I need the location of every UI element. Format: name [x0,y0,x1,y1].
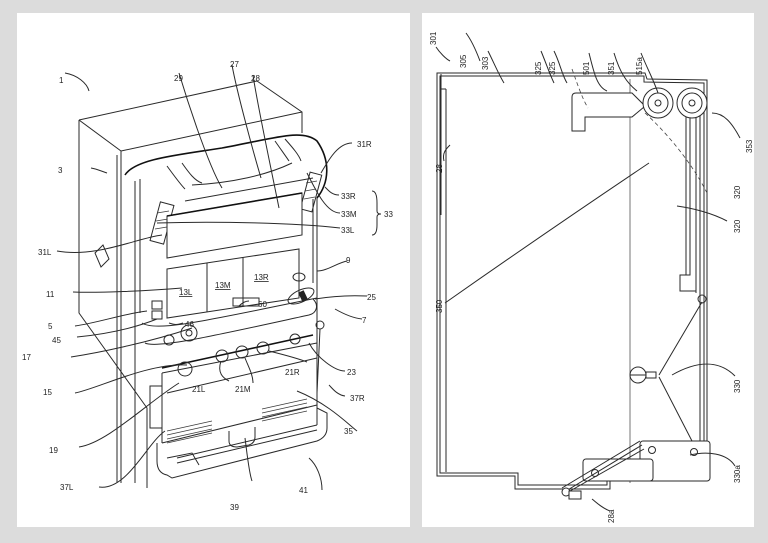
label-515a: 515a [635,57,644,75]
medal-outlet [228,427,256,448]
reference-labels: 1 3 29 27 28 31R 33R 33M 33L 33 31L 9 13… [22,60,393,512]
label-3: 3 [58,166,63,175]
label-33M: 33M [341,210,357,219]
label-23: 23 [347,368,356,377]
label-15: 15 [43,388,52,397]
label-351: 351 [607,61,616,75]
label-305: 305 [459,54,468,68]
label-5: 5 [48,322,53,331]
label-41: 41 [299,486,308,495]
label-33L: 33L [341,226,355,235]
rollers [571,68,708,194]
label-330: 330 [733,379,742,393]
label-11: 11 [46,290,55,299]
connector-28a [568,490,582,500]
label-21R: 21R [285,368,300,377]
front-door [134,179,325,483]
label-29: 29 [174,74,183,83]
label-33: 33 [384,210,393,219]
label-13L: 13L [179,288,193,297]
label-301: 301 [429,31,438,45]
display-device-28 [166,192,303,259]
label-350: 350 [435,299,444,313]
label-325a: 325 [534,61,543,75]
medal-slot [287,287,315,305]
label-60: 60 [258,300,267,309]
speaker-right [299,171,323,213]
stop-button-left [215,349,229,363]
leader-lines [56,64,368,491]
label-13M: 13M [215,281,231,290]
label-501: 501 [582,61,591,75]
stop-button-right [256,341,270,355]
figure-gaming-machine: 1 3 29 27 28 31R 33R 33M 33L 33 31L 9 13… [17,13,410,527]
label-45: 45 [52,336,61,345]
lower-section [149,342,328,479]
roller-515a [642,87,674,119]
reference-labels: 301 305 303 325 325 501 351 515a 353 28 … [429,31,754,523]
bet-button [180,324,198,342]
label-330a: 330a [733,465,742,483]
guide-rail [571,92,697,292]
label-46: 46 [185,320,194,329]
label-39: 39 [230,503,239,512]
label-31R: 31R [357,140,372,149]
label-28: 28 [435,164,444,173]
key-slot [94,244,110,268]
label-7: 7 [362,316,367,325]
start-lever [177,361,193,377]
label-17: 17 [22,353,31,362]
display-unit-drawing: 301 305 303 325 325 501 351 515a 353 28 … [429,31,754,523]
roller-353 [676,87,708,119]
label-320b: 320 [733,219,742,233]
label-19: 19 [49,446,58,455]
label-27: 27 [230,60,239,69]
side-lamp-left [149,385,163,429]
brace-33 [371,190,382,236]
label-1: 1 [59,76,64,85]
gaming-machine-drawing: 1 3 29 27 28 31R 33R 33M 33L 33 31L 9 13… [22,60,393,512]
link-mechanism [561,294,711,500]
label-31L: 31L [38,248,52,257]
label-13R: 13R [254,273,269,282]
label-28: 28 [251,74,260,83]
top-unit [124,134,328,259]
label-37R: 37R [350,394,365,403]
reel-window [166,248,300,319]
label-21M: 21M [235,385,251,394]
leader-lines [435,32,741,512]
label-21L: 21L [192,385,206,394]
label-303: 303 [481,56,490,70]
label-25: 25 [367,293,376,302]
label-9: 9 [346,256,351,265]
label-35: 35 [344,427,353,436]
settle-button [289,333,301,345]
figure-display-unit: 301 305 303 325 325 501 351 515a 353 28 … [422,13,754,527]
label-28a: 28a [607,509,616,523]
label-37L: 37L [60,483,74,492]
label-33R: 33R [341,192,356,201]
label-353: 353 [745,139,754,153]
label-325b: 325 [548,61,557,75]
info-display-60 [232,297,260,307]
label-320a: 320 [733,185,742,199]
cabinet-outline [78,80,303,488]
